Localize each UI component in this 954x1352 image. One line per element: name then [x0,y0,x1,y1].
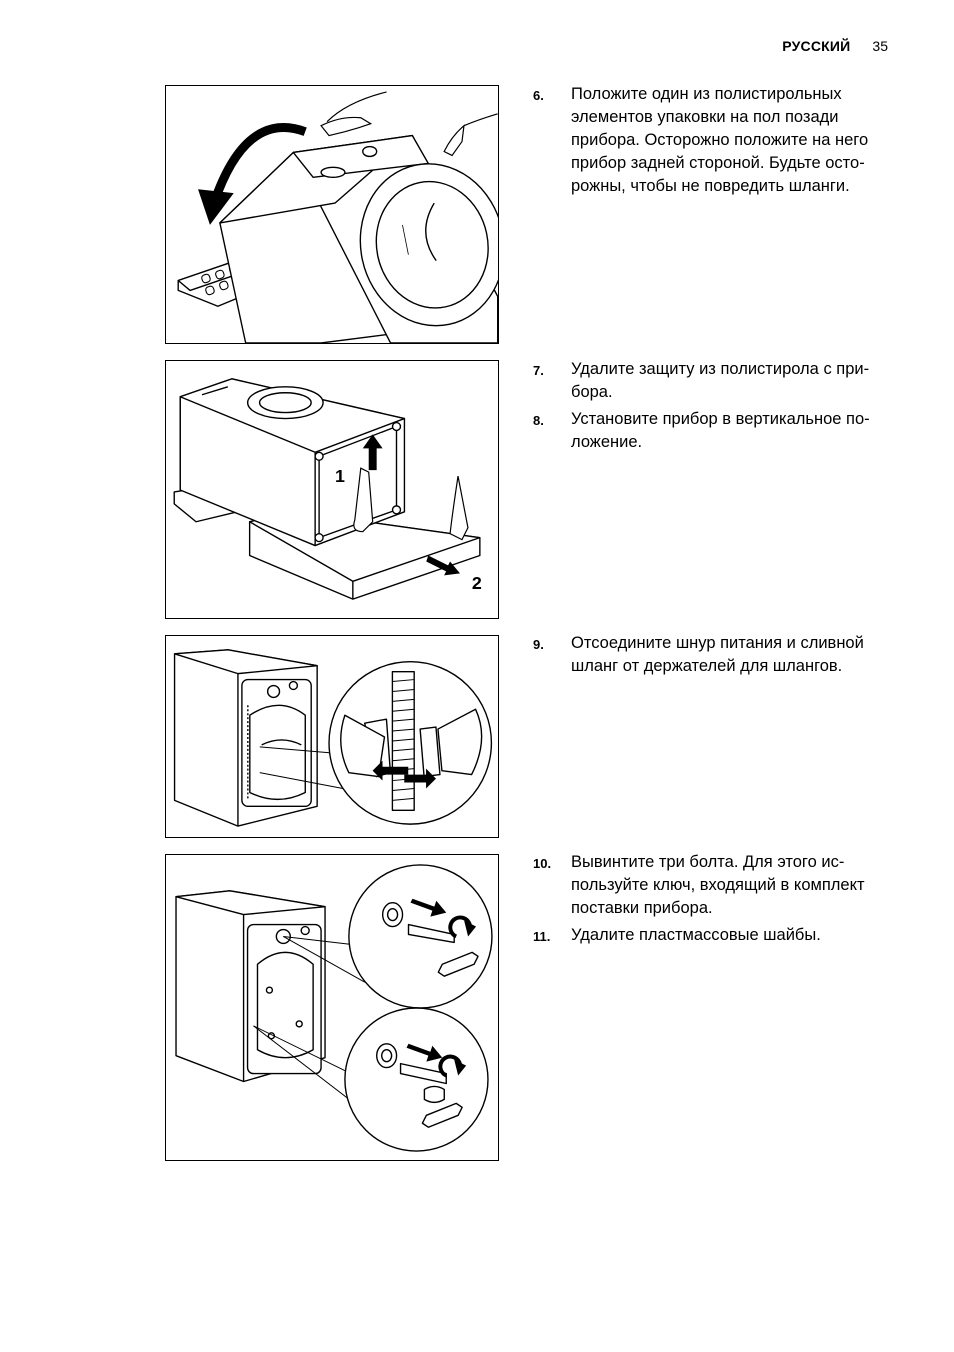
steps-group-1: 6. Положите один из полистирольных элеме… [533,83,893,202]
step-text: Установите прибор в вертикальное по- лож… [571,410,870,451]
hose-holder-illustration [173,649,493,827]
step-number: 6. [533,88,544,103]
language-label: РУССКИЙ [782,38,851,54]
step-text: Отсоедините шнур питания и сливной шланг… [571,634,864,675]
steps-group-4: 10. Вывинтите три болта. Для этого ис- п… [533,851,893,952]
step-number: 7. [533,363,544,378]
figure-transit-bolts [165,854,499,1161]
step-7: 7. Удалите защиту из полистирола с при- … [533,358,893,404]
step-number: 9. [533,637,544,652]
step-text: Вывинтите три болта. Для этого ис- польз… [571,853,865,917]
step-6: 6. Положите один из полистирольных элеме… [533,83,893,198]
transit-bolts-illustration [175,864,493,1152]
step-text: Удалите защиту из полистирола с при- бор… [571,360,870,401]
step-11: 11. Удалите пластмассовые шайбы. [533,924,893,948]
steps-group-2: 7. Удалите защиту из полистирола с при- … [533,358,893,458]
step-text: Положите один из полистирольных элементо… [571,85,869,195]
remove-polystyrene-illustration: 1 2 [173,378,482,600]
callout-2: 2 [472,573,482,593]
figure-tilt-machine [165,85,499,344]
figure-hose-holders [165,635,499,838]
step-8: 8. Установите прибор в вертикальное по- … [533,408,893,454]
steps-group-3: 9. Отсоедините шнур питания и сливной шл… [533,632,893,682]
step-9: 9. Отсоедините шнур питания и сливной шл… [533,632,893,678]
step-number: 10. [533,856,552,871]
page-number: 35 [872,38,888,54]
machine-tilt-back-illustration [177,91,498,343]
callout-1: 1 [335,466,345,486]
step-number: 11. [533,929,551,944]
step-text: Удалите пластмассовые шайбы. [571,926,821,944]
page-header: РУССКИЙ 35 [782,38,888,54]
step-number: 8. [533,413,544,428]
figure-remove-polystyrene: 1 2 [165,360,499,619]
step-10: 10. Вывинтите три болта. Для этого ис- п… [533,851,893,920]
